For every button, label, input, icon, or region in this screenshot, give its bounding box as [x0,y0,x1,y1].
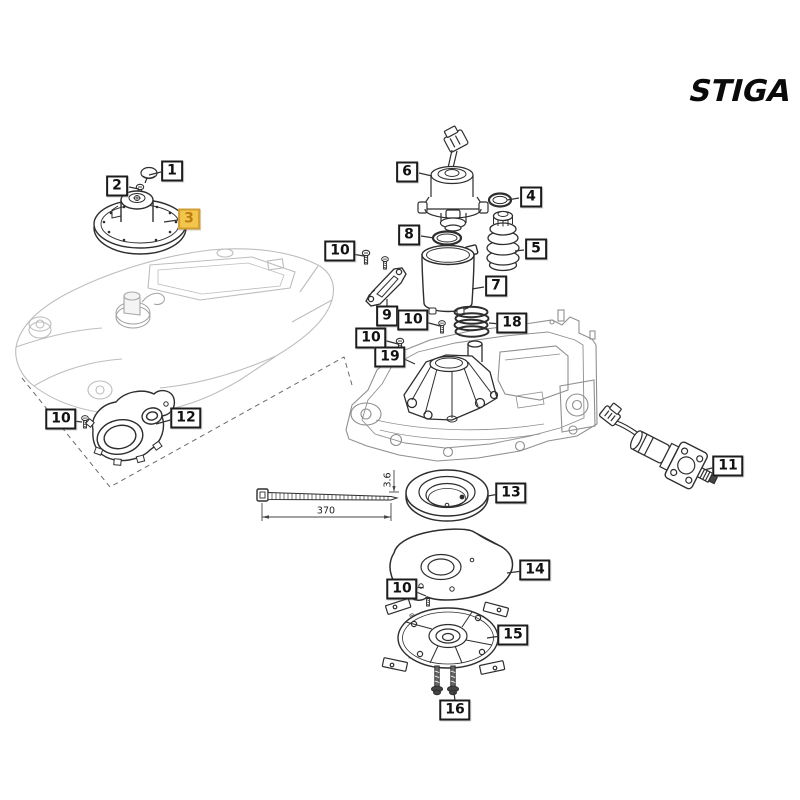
callout-5[interactable]: 5 [525,238,547,260]
callout-9[interactable]: 9 [376,305,398,327]
part-9-bracket [365,267,407,307]
part-18-spring [453,305,490,338]
callout-6[interactable]: 6 [396,161,418,183]
screw-10-bracket-a [361,249,371,265]
callout-10-cup-screw[interactable]: 10 [397,309,429,331]
callout-18[interactable]: 18 [496,312,528,334]
part-8-oring [431,230,463,246]
part-5-bellows [486,210,520,272]
part-7-cup [421,244,479,315]
callout-7[interactable]: 7 [485,275,507,297]
part-1-cap [140,166,158,184]
screw-10-cup [438,320,446,334]
dashed-boundary [21,356,353,488]
screw-10-bracket-b [381,256,389,270]
callout-19[interactable]: 19 [374,346,406,368]
callout-3-highlighted[interactable]: 3 [178,208,200,230]
part-19-blade-mount [403,340,499,423]
part-12-gear-cover [85,389,176,466]
callout-14[interactable]: 14 [519,559,551,581]
stiga-logo: STIGA [685,74,795,109]
part-3-height-knob [93,190,187,255]
cable-tie [256,488,399,502]
callout-13[interactable]: 13 [495,482,527,504]
callout-12[interactable]: 12 [170,407,202,429]
callout-11[interactable]: 11 [712,455,744,477]
part-16-blade-screws [431,665,459,696]
callout-2[interactable]: 2 [106,175,128,197]
callout-1[interactable]: 1 [161,160,183,182]
dimension-length-label: 370 [316,505,336,517]
callout-8[interactable]: 8 [398,224,420,246]
callout-10-bracket-screws[interactable]: 10 [324,240,356,262]
part-13-floating-ring [405,469,489,522]
dimension-width-label: 3.6 [382,472,394,488]
dimension-lines [261,470,399,521]
callout-16[interactable]: 16 [439,699,471,721]
callout-10-cover-screw[interactable]: 10 [45,408,77,430]
callout-4[interactable]: 4 [520,186,542,208]
part-15-blade-disc [381,598,510,675]
callout-15[interactable]: 15 [497,624,529,646]
upper-chassis-ghost [15,248,335,416]
callout-10-mount-screw[interactable]: 10 [355,327,387,349]
part-6-height-motor [417,125,489,232]
callout-10-guard-screw[interactable]: 10 [386,578,418,600]
part-11-blade-motor [598,402,719,490]
